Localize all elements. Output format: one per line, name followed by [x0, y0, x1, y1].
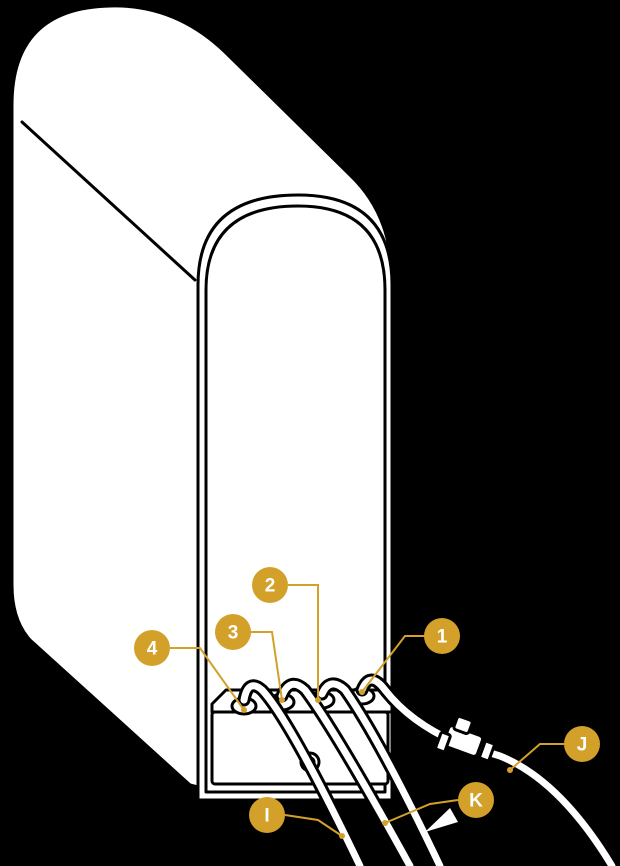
callout-k-label: K	[469, 791, 483, 812]
leader-3-end	[279, 697, 285, 703]
k-pointer-wedge	[425, 808, 458, 832]
leader-2-end	[315, 697, 321, 703]
callout-j-label: J	[577, 735, 588, 756]
leader-1-end	[359, 689, 365, 695]
leader-4-end	[241, 707, 247, 713]
callout-k: K	[458, 782, 494, 818]
leader-j-end	[507, 767, 513, 773]
inline-valve	[435, 716, 495, 761]
valve-handle	[453, 716, 473, 735]
callout-4: 4	[134, 630, 170, 666]
callout-i-label: I	[264, 806, 269, 827]
callout-4-label: 4	[147, 639, 158, 660]
callout-j: J	[564, 726, 600, 762]
callout-2: 2	[252, 567, 288, 603]
callout-1: 1	[424, 618, 460, 654]
leader-k-end	[382, 820, 388, 826]
callout-1-label: 1	[437, 627, 448, 648]
callout-2-label: 2	[265, 576, 276, 597]
callout-i: I	[249, 797, 285, 833]
leader-i-end	[339, 833, 345, 839]
callout-3-label: 3	[228, 623, 239, 644]
callout-3: 3	[215, 614, 251, 650]
